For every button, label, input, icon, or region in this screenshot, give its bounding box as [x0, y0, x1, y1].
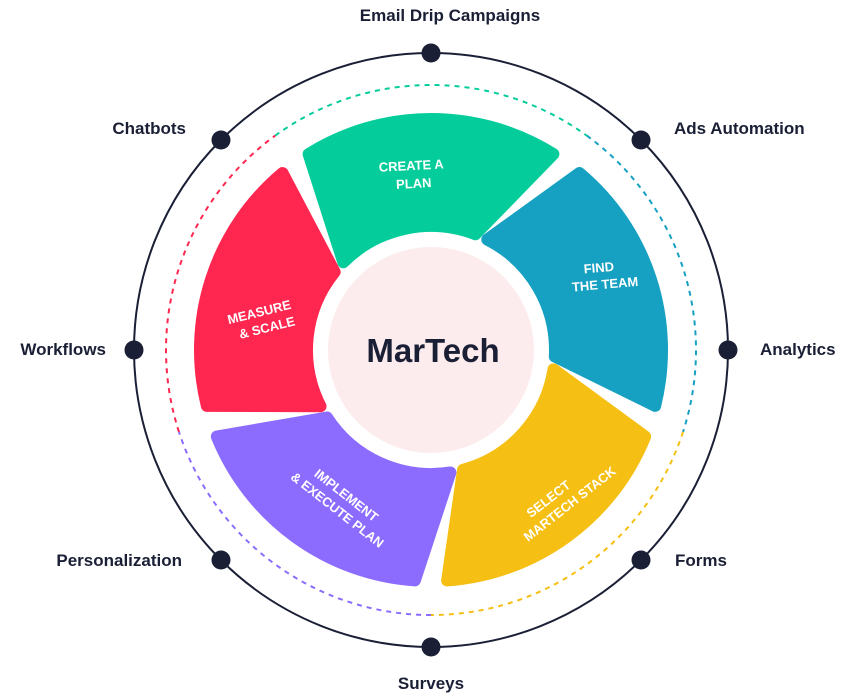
label-ads-automation: Ads Automation: [674, 119, 805, 138]
ring-dot: [421, 637, 441, 657]
segment-create-plan: [302, 113, 560, 269]
ring-dot: [211, 550, 231, 570]
ring-dots: [124, 43, 738, 657]
label-analytics: Analytics: [760, 340, 836, 359]
segment-label-line: FIND: [583, 259, 615, 277]
ring-dot: [718, 340, 738, 360]
label-personalization: Personalization: [56, 551, 182, 570]
segment-label-line: CREATE A: [378, 156, 444, 174]
segment-implement: [210, 411, 457, 587]
segment-find-team: [481, 167, 668, 412]
segment-label-find-team: FIND THE TEAM: [570, 257, 639, 295]
label-forms: Forms: [675, 551, 727, 570]
label-workflows: Workflows: [20, 340, 106, 359]
segment-label-line: THE TEAM: [571, 274, 639, 295]
segment-label-create-plan: CREATE A PLAN: [378, 156, 448, 193]
segment-select-stack: [441, 363, 652, 587]
label-chatbots: Chatbots: [112, 119, 186, 138]
ring-dot: [421, 43, 441, 63]
center-circle: [328, 247, 534, 453]
segment-measure: [194, 167, 341, 413]
ring-dot: [631, 130, 651, 150]
label-surveys: Surveys: [398, 674, 464, 693]
ring-dot: [631, 550, 651, 570]
label-email-drip: Email Drip Campaigns: [360, 6, 540, 25]
center-title: MarTech: [366, 332, 499, 369]
ring-dot: [124, 340, 144, 360]
ring-dot: [211, 130, 231, 150]
segment-label-line: PLAN: [396, 175, 432, 192]
